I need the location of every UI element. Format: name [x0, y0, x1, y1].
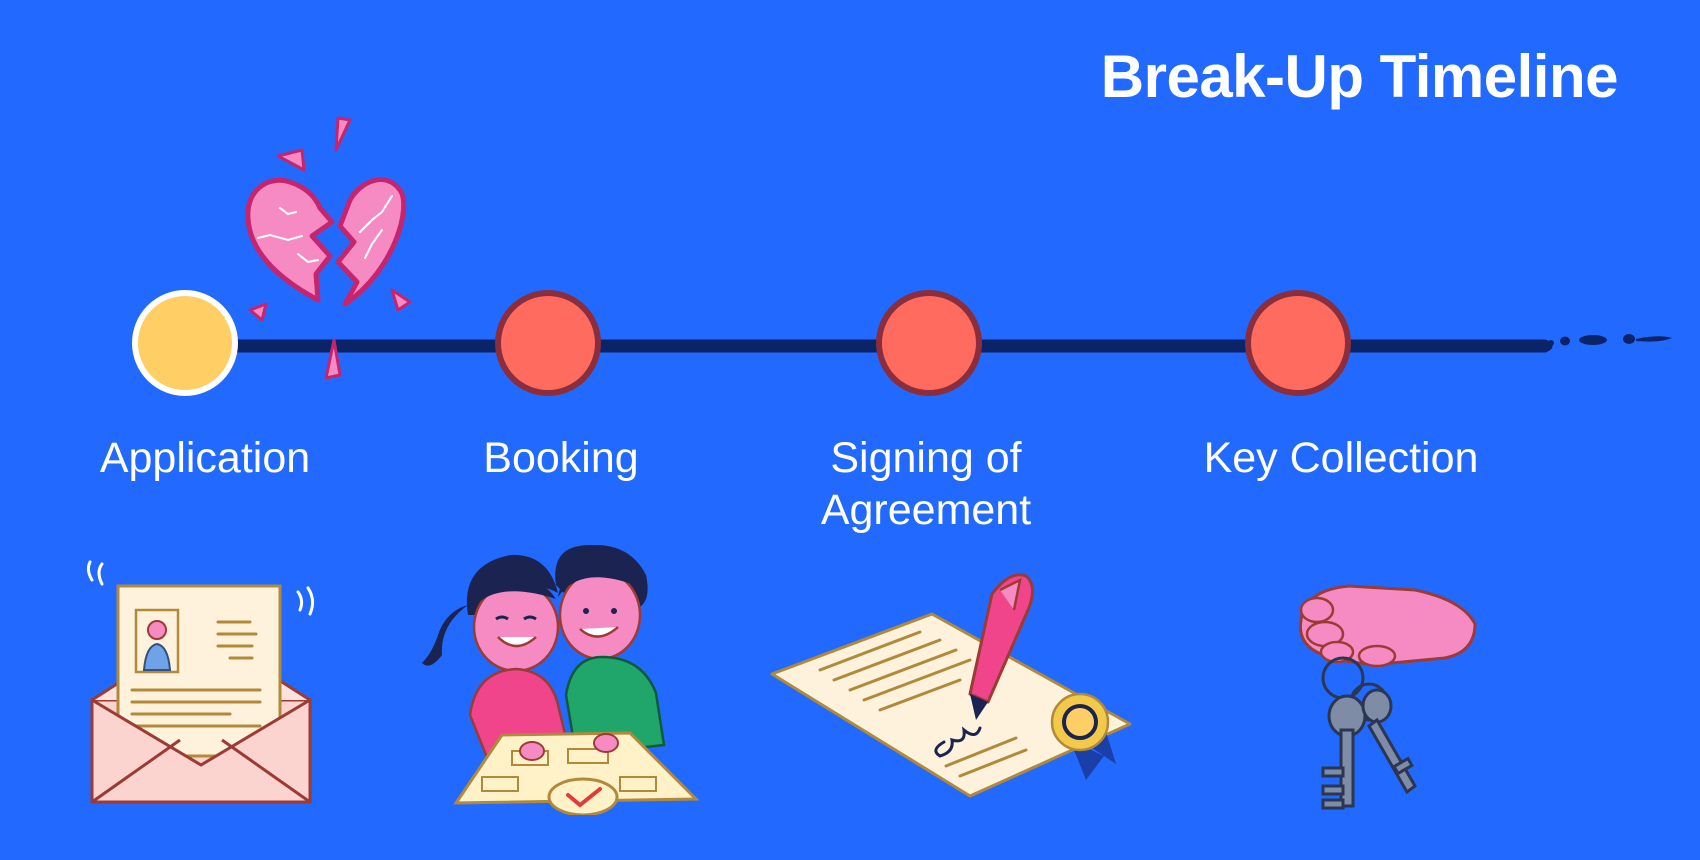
- timeline-node-key-collection[interactable]: [1248, 293, 1348, 393]
- step-label-booking: Booking: [391, 432, 731, 484]
- signing-document-icon: [770, 570, 1150, 810]
- envelope-application-icon: [80, 560, 330, 810]
- keys: [1323, 658, 1415, 808]
- broken-heart-icon: [248, 118, 410, 378]
- seal-icon: [1052, 694, 1116, 780]
- step-label-key-collection: Key Collection: [1161, 432, 1521, 484]
- step-label-signing: Signing of Agreement: [776, 432, 1076, 536]
- timeline-tail: [1548, 334, 1672, 346]
- keys-in-hand-icon: [1285, 580, 1485, 830]
- timeline-node-booking[interactable]: [498, 293, 598, 393]
- timeline-node-signing[interactable]: [879, 293, 979, 393]
- step-label-application: Application: [35, 432, 375, 484]
- timeline-node-application[interactable]: [135, 293, 235, 393]
- couple-booking-icon: [420, 545, 710, 815]
